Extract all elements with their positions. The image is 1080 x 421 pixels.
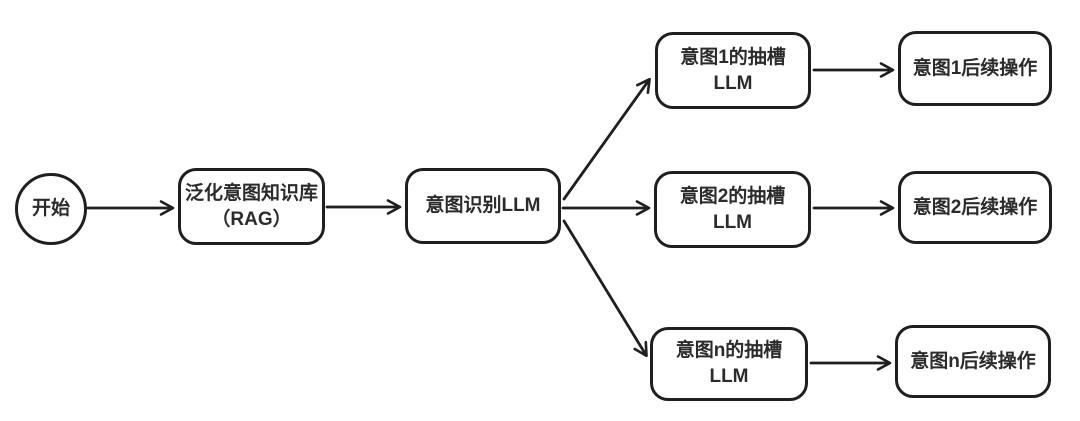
node-intent-recognition-label: 意图识别LLM — [425, 195, 541, 217]
node-start-label: 开始 — [31, 198, 70, 220]
node-intent2-followup: 意图2后续操作 — [898, 171, 1052, 244]
node-intentn-followup-label: 意图n后续操作 — [910, 350, 1036, 372]
node-intent-recognition-llm: 意图识别LLM — [405, 168, 561, 244]
node-intentn-slot-label-line2: LLM — [709, 366, 749, 387]
node-intent2-followup-label: 意图2后续操作 — [912, 196, 1038, 218]
node-start: 开始 — [15, 173, 87, 245]
arrow-recognition-to-intentn — [562, 219, 648, 358]
node-intent2-slot-label-line1: 意图2的抽槽 — [679, 185, 786, 207]
node-intentn-followup: 意图n后续操作 — [895, 325, 1051, 398]
node-intent1-slot-label-line1: 意图1的抽槽 — [680, 46, 786, 68]
node-intent2-slot-label-line2: LLM — [712, 211, 753, 233]
node-rag-knowledge-base: 泛化意图知识库 （RAG） — [178, 168, 325, 245]
node-rag-label-line2: （RAG） — [211, 208, 292, 230]
node-intentn-slot-llm: 意图n的抽槽 LLM — [650, 327, 808, 401]
node-intent1-slot-llm: 意图1的抽槽 LLM — [655, 32, 811, 109]
arrow-recognition-to-intent1 — [562, 77, 651, 201]
node-rag-label-line1: 泛化意图知识库 — [185, 182, 319, 204]
node-intent1-slot-label-line2: LLM — [713, 72, 753, 94]
node-intent1-followup: 意图1后续操作 — [898, 31, 1052, 106]
node-intent1-followup-label: 意图1后续操作 — [912, 57, 1038, 79]
node-intent2-slot-llm: 意图2的抽槽 LLM — [654, 171, 811, 248]
node-intentn-slot-label-line1: 意图n的抽槽 — [675, 340, 783, 362]
